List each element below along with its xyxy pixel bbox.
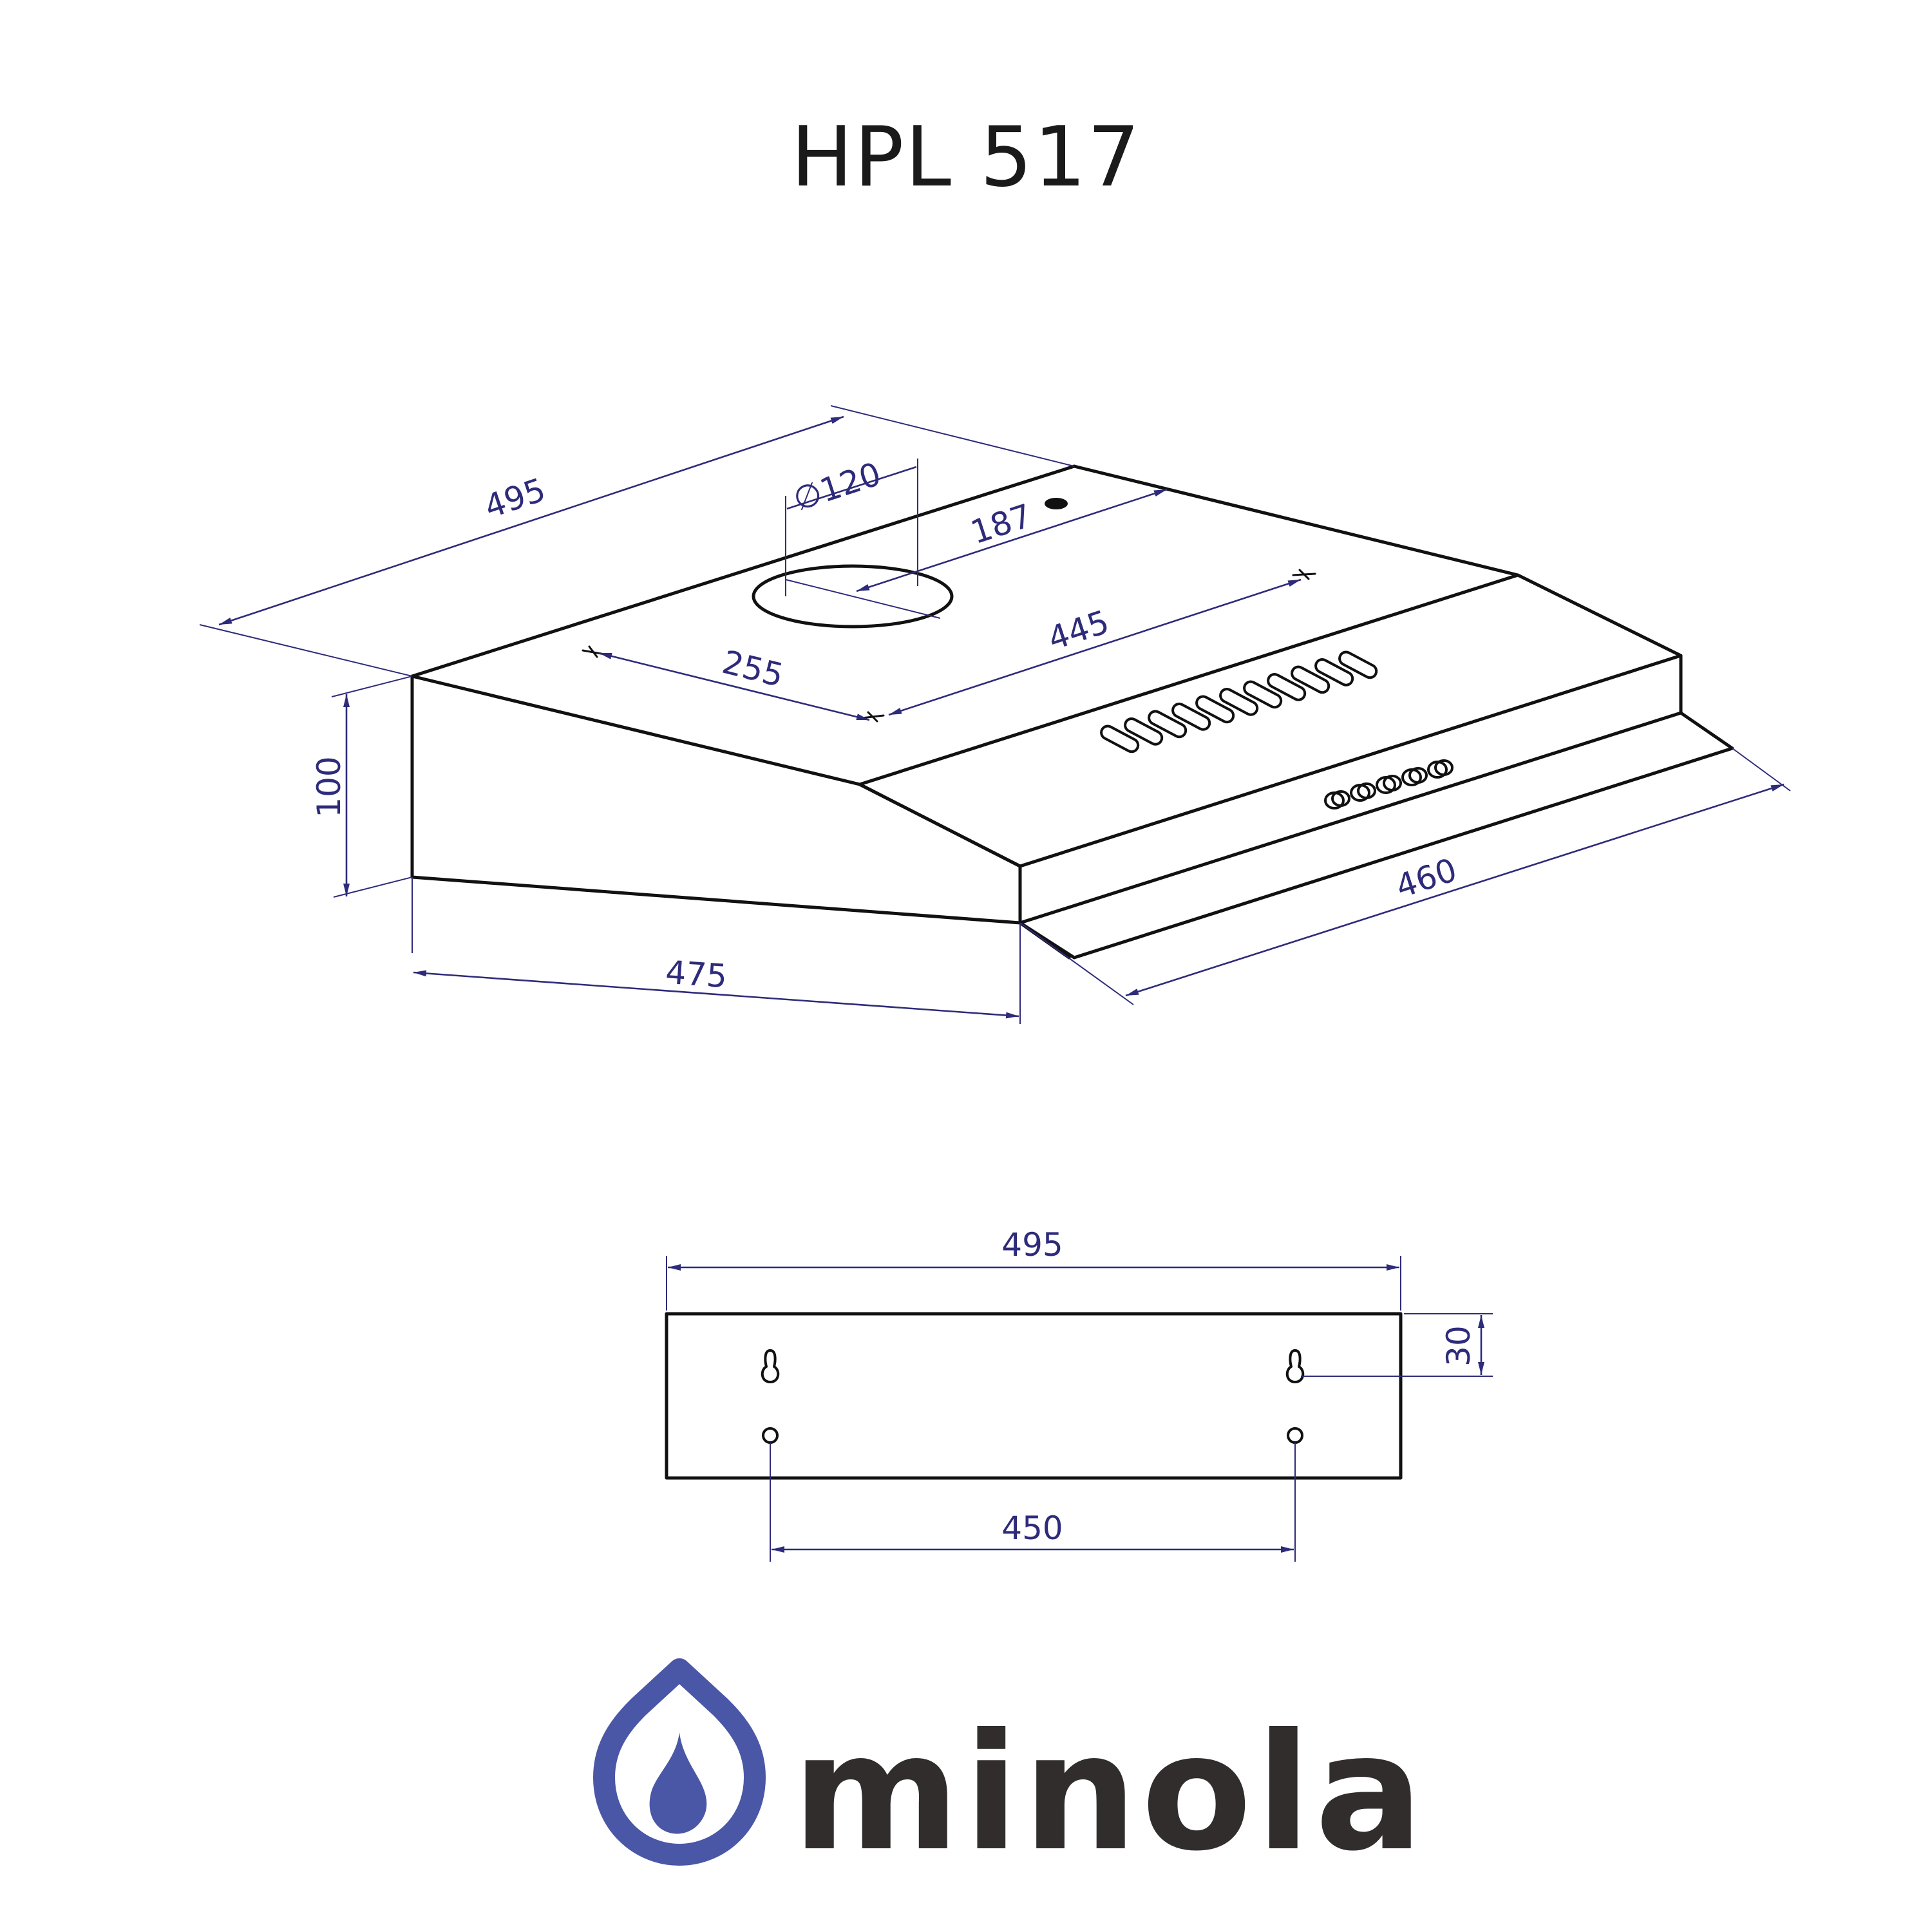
bracket-outline: [665, 1312, 1403, 1480]
control-knob-face: [1408, 767, 1428, 784]
screw-icon: [1292, 569, 1316, 580]
vent-slot: [1124, 717, 1164, 746]
dim-mount-span: 445: [1043, 603, 1113, 658]
dim-outlet-diameter: ∅120: [789, 455, 886, 518]
iso-dimensions: 495 ∅120 187 255 445 100 475 460: [199, 405, 1791, 1024]
hood-isometric-view: [410, 464, 1734, 960]
hood-front-panel: [858, 654, 1683, 925]
dim-height: 100: [310, 756, 348, 817]
screw-icon: [582, 645, 606, 658]
vent-slot: [1267, 673, 1307, 701]
vent-slot: [1243, 680, 1283, 709]
keyhole-icon: [1285, 1349, 1305, 1383]
drop-logo-icon: [593, 1658, 766, 1866]
model-title: HPL 517: [791, 109, 1141, 205]
vent-slot: [1100, 724, 1140, 753]
vent-slot: [1314, 658, 1354, 687]
vent-slot: [1291, 665, 1331, 694]
dim-outlet-offset: 187: [966, 497, 1036, 552]
hood-top-outline: [410, 464, 1520, 786]
vent-slot: [1338, 650, 1378, 679]
dim-hole-span: 450: [1001, 1510, 1063, 1547]
screw-icon: [860, 711, 885, 723]
brand-name: minola: [792, 1699, 1427, 1886]
control-buttons: [1324, 759, 1454, 810]
mounting-bracket-view: 495 30 450: [665, 1226, 1493, 1562]
dim-bracket-width: 495: [1001, 1226, 1063, 1264]
vent-slot: [1195, 695, 1235, 724]
vent-slot: [1171, 703, 1211, 731]
drop-highlight: [649, 1732, 707, 1834]
dim-front-width: 460: [1391, 851, 1461, 906]
dim-mount-offset: 255: [719, 643, 788, 694]
dim-hole-offset: 30: [1440, 1325, 1477, 1367]
dim-depth: 475: [665, 954, 728, 996]
light-hole-icon: [1045, 498, 1068, 509]
brand-logo: minola: [593, 1658, 1427, 1886]
mount-hole-icon: [1287, 1427, 1303, 1444]
hood-left-face: [410, 674, 1022, 925]
vent-slot: [1219, 688, 1259, 716]
hood-right-side: [1516, 573, 1683, 658]
keyhole-icon: [761, 1349, 780, 1383]
control-knob-face: [1434, 759, 1454, 776]
mount-hole-icon: [762, 1427, 779, 1444]
vent-slot: [1148, 710, 1188, 739]
